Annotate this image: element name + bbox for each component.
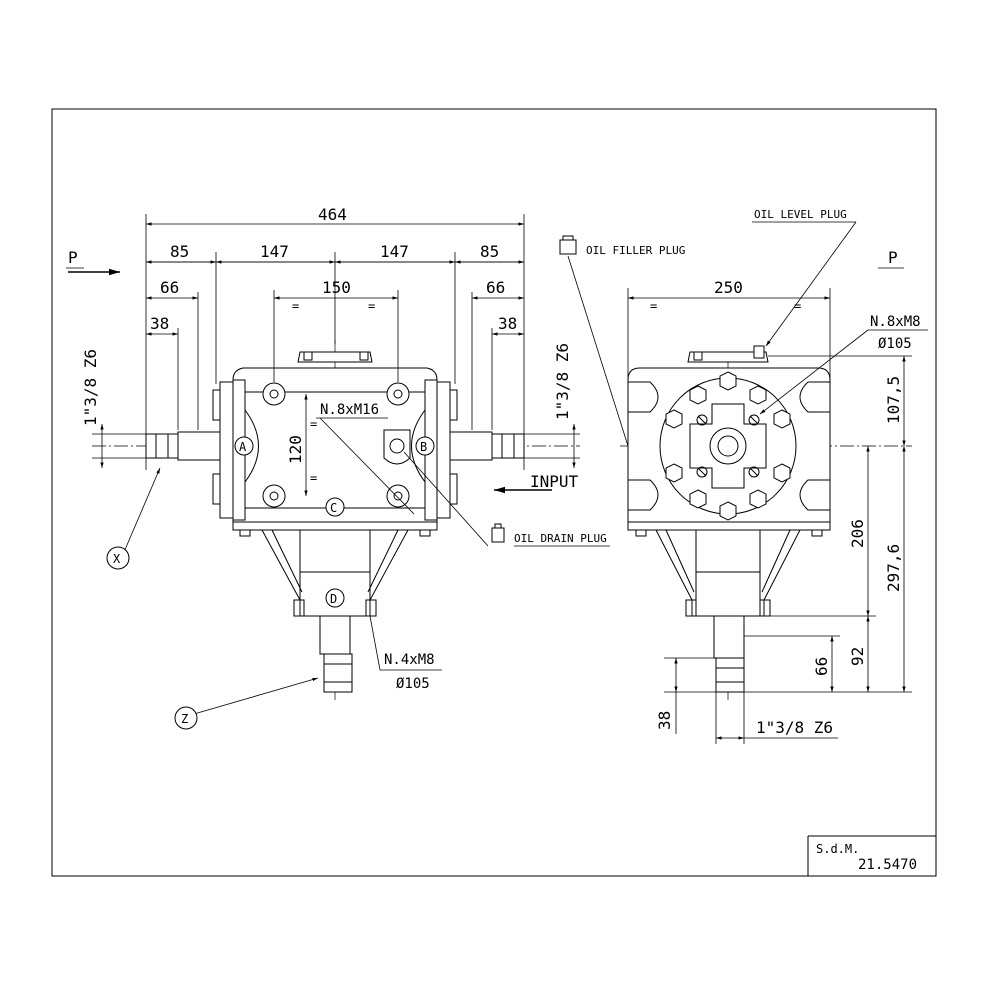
dim-66: 66 <box>812 657 831 676</box>
dim-38: 38 <box>655 711 674 730</box>
holes-front-label: N.8xM16 <box>320 402 379 418</box>
input-label: INPUT <box>530 472 579 491</box>
marker-z: Z <box>181 712 188 726</box>
marker-a: A <box>239 440 247 454</box>
spline-bottom-label: 1"3/8 Z6 <box>756 718 833 737</box>
front-bolts <box>262 382 410 508</box>
dim-key-left: 38 <box>150 314 169 333</box>
dim-shaft-right: 85 <box>480 242 499 261</box>
equal-mark-3: = <box>310 417 317 431</box>
oil-drain-label: OIL DRAIN PLUG <box>514 532 607 545</box>
holes-side-n: N.8xM8 <box>870 314 921 330</box>
dim-107: 107,5 <box>884 376 903 424</box>
spline-right-label: 1"3/8 Z6 <box>553 343 572 420</box>
holes-side-d: Ø105 <box>878 336 912 352</box>
front-dimensions: 464 85 147 147 85 66 66 150 = = 38 38 12… <box>81 205 580 692</box>
dim-spline-left: 66 <box>160 278 179 297</box>
callouts: X Z <box>106 467 319 730</box>
arrow-p-left: P <box>68 248 78 267</box>
dim-shaft-left: 85 <box>170 242 189 261</box>
title-block-label: S.d.M. <box>816 842 859 856</box>
dim-92: 92 <box>848 647 867 666</box>
arrow-p-right: P <box>888 248 898 267</box>
view-arrows: P P INPUT <box>66 248 904 494</box>
dim-key-right: 38 <box>498 314 517 333</box>
spline-left-label: 1"3/8 Z6 <box>81 349 100 426</box>
marker-b: B <box>420 440 427 454</box>
equal-mark-2: = <box>368 299 375 313</box>
front-view: A B C D <box>92 340 580 700</box>
drawing-frame <box>51 108 937 877</box>
equal-mark-6: = <box>794 299 801 313</box>
drawing-number: 21.5470 <box>858 857 917 873</box>
side-dimensions: 250 = = N.8xM8 Ø105 107,5 206 297,6 92 6… <box>627 278 928 744</box>
dim-spline-right: 66 <box>486 278 505 297</box>
dim-side-width: 250 <box>714 278 743 297</box>
equal-mark-5: = <box>650 299 657 313</box>
dim-206: 206 <box>848 519 867 548</box>
dim-bolt-spacing: 150 <box>322 278 351 297</box>
dim-half-left: 147 <box>260 242 289 261</box>
dim-half-right: 147 <box>380 242 409 261</box>
oil-plug-labels: OIL FILLER PLUG OIL LEVEL PLUG OIL DRAIN… <box>403 208 857 547</box>
marker-x: X <box>113 552 121 566</box>
oil-level-label: OIL LEVEL PLUG <box>754 208 847 221</box>
side-nuts <box>665 371 791 521</box>
dim-overall-width: 464 <box>318 205 347 224</box>
dim-vertical-bolt: 120 <box>286 435 305 464</box>
holes-bottom-n: N.4xM8 <box>384 652 435 668</box>
side-view <box>620 345 912 700</box>
equal-mark-4: = <box>310 471 317 485</box>
title-block: S.d.M. 21.5470 <box>807 835 936 876</box>
equal-mark-1: = <box>292 299 299 313</box>
holes-bottom-d: Ø105 <box>396 676 430 692</box>
marker-d: D <box>330 592 337 606</box>
marker-c: C <box>330 501 337 515</box>
dim-297: 297,6 <box>884 544 903 592</box>
oil-filler-label: OIL FILLER PLUG <box>586 244 685 257</box>
